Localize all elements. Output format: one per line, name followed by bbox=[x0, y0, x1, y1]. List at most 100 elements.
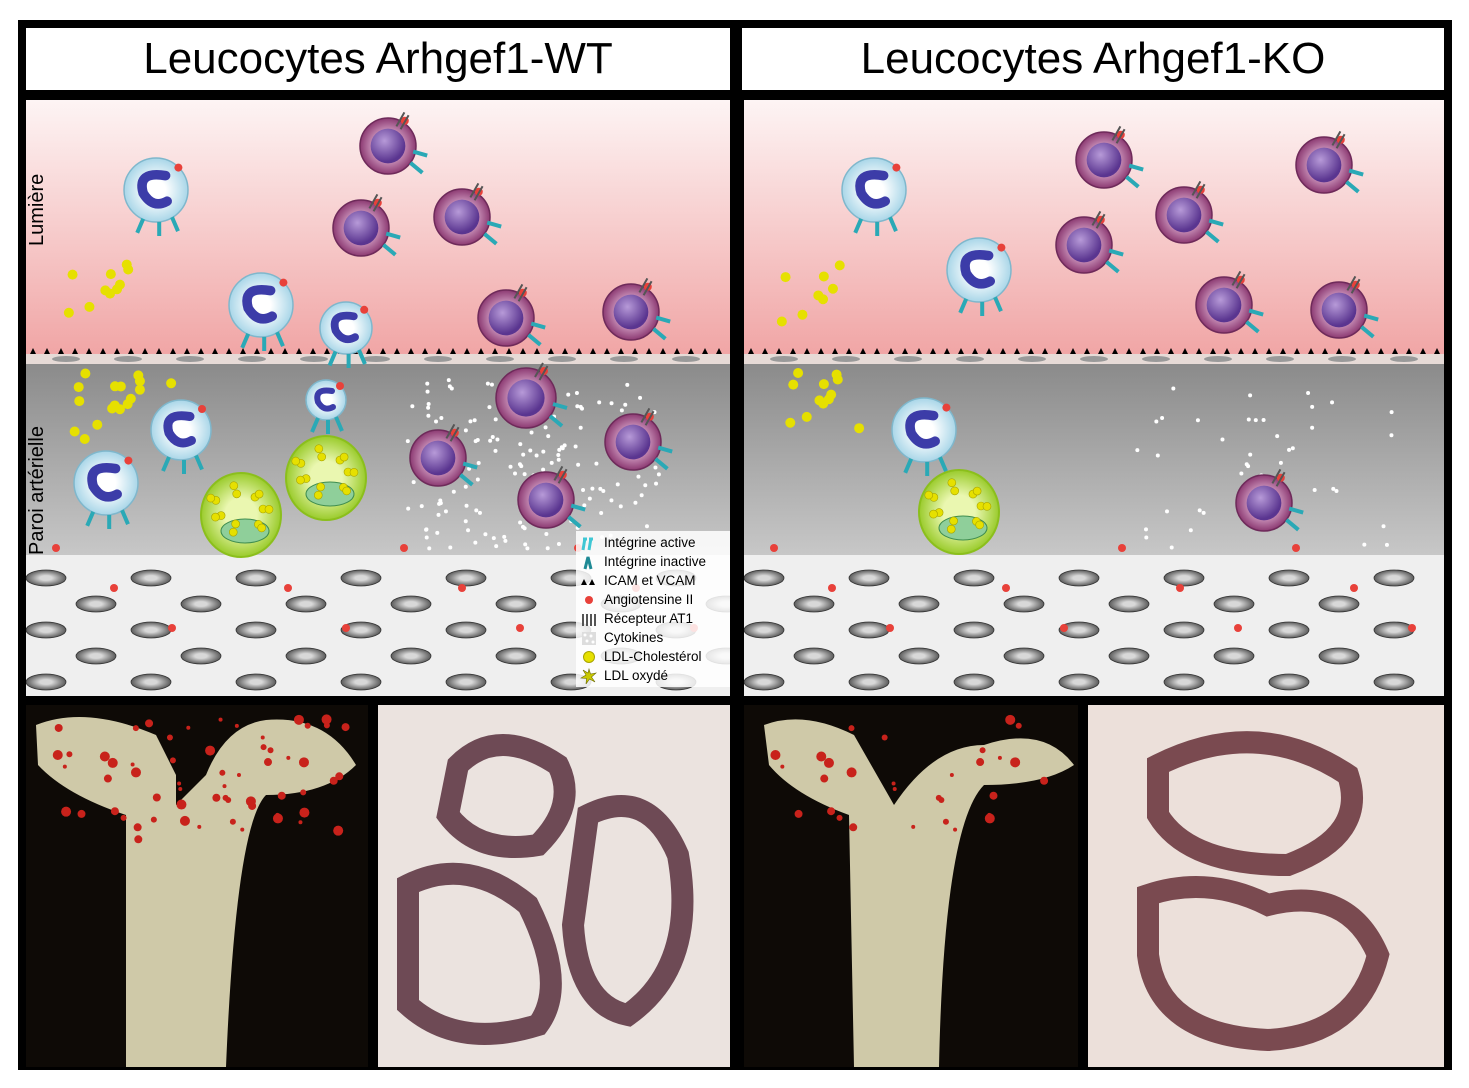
lipid-spot bbox=[881, 734, 888, 741]
lipid-spot bbox=[166, 734, 173, 741]
lipid-spot bbox=[979, 747, 986, 754]
monocyte bbox=[495, 362, 568, 429]
lipid-spot bbox=[329, 776, 338, 785]
monocyte bbox=[1155, 180, 1224, 244]
legend-item: ICAM et VCAM bbox=[580, 571, 730, 590]
lipid-spot bbox=[299, 807, 310, 818]
monocyte bbox=[409, 423, 478, 487]
cytokines-icon bbox=[582, 631, 596, 645]
lipid-spot bbox=[134, 835, 143, 844]
legend-item: LDL-Cholestérol bbox=[580, 647, 730, 666]
ko-section-photo bbox=[1088, 705, 1444, 1067]
foam-cell bbox=[918, 469, 1000, 555]
lipid-spot bbox=[976, 758, 985, 767]
legend-item: Récepteur AT1 bbox=[580, 609, 730, 628]
legend-item: Angiotensine II bbox=[580, 590, 730, 609]
lipid-spot bbox=[260, 735, 265, 740]
lipid-spot bbox=[186, 725, 191, 730]
ko-aorta-photo bbox=[744, 705, 1078, 1067]
wall-label: Paroi artérielle bbox=[26, 426, 48, 555]
lipid-spot bbox=[240, 827, 245, 832]
monocyte bbox=[1235, 468, 1304, 532]
lipid-spot bbox=[212, 793, 221, 802]
lipid-spot bbox=[293, 714, 304, 725]
neutrophil bbox=[305, 379, 347, 434]
lipid-spot bbox=[849, 823, 858, 832]
active-integrin-icon bbox=[581, 537, 593, 550]
particles bbox=[63, 259, 134, 318]
lipid-spot bbox=[341, 723, 350, 732]
lipid-spot bbox=[823, 757, 834, 768]
lipid-spot bbox=[1040, 776, 1049, 785]
lipid-spot bbox=[1010, 757, 1021, 768]
at1-receptor-icon bbox=[582, 613, 596, 626]
lipid-spot bbox=[298, 820, 303, 825]
lipid-spot bbox=[169, 757, 176, 764]
title-ko-text: Leucocytes Arhgef1-KO bbox=[860, 34, 1326, 83]
legend-item: Intégrine active bbox=[580, 533, 730, 552]
lipid-spot bbox=[891, 781, 896, 786]
icam-vcam-icon bbox=[581, 578, 595, 585]
monocyte bbox=[433, 182, 502, 246]
monocyte bbox=[1295, 130, 1364, 194]
lipid-spot bbox=[130, 767, 141, 778]
wt-section-image bbox=[378, 705, 730, 1067]
lipid-spot bbox=[245, 796, 256, 807]
lipid-spot bbox=[272, 813, 283, 824]
monocyte bbox=[1055, 210, 1124, 274]
legend-label: Récepteur AT1 bbox=[604, 611, 694, 626]
endothelium bbox=[26, 348, 730, 364]
monocyte bbox=[602, 277, 671, 341]
wt-section-photo bbox=[378, 705, 730, 1067]
lipid-spot bbox=[300, 789, 307, 796]
lipid-spot bbox=[323, 722, 330, 729]
title-ko: Leucocytes Arhgef1-KO bbox=[742, 28, 1444, 90]
legend-label: Cytokines bbox=[604, 630, 664, 645]
lipid-spot bbox=[236, 773, 241, 778]
lipid-spot bbox=[816, 751, 827, 762]
ko-section-image bbox=[1088, 705, 1444, 1067]
particles bbox=[1135, 386, 1394, 550]
lipid-spot bbox=[61, 806, 72, 817]
endothelium bbox=[744, 348, 1444, 364]
lipid-spot bbox=[130, 762, 135, 767]
lipid-spot bbox=[54, 723, 63, 732]
lipid-spot bbox=[197, 824, 202, 829]
lipid-spot bbox=[120, 814, 127, 821]
neutrophil bbox=[150, 399, 212, 474]
oxidized-ldl-icon bbox=[580, 667, 597, 684]
lipid-spot bbox=[177, 781, 182, 786]
monocyte bbox=[477, 283, 546, 347]
lipid-spot bbox=[260, 744, 267, 751]
wt-schematic-panel: Lumière Paroi artérielle Intégrine activ… bbox=[26, 100, 730, 696]
lipid-spot bbox=[984, 813, 995, 824]
wt-aorta-image bbox=[26, 705, 368, 1067]
legend-label: Intégrine inactive bbox=[604, 554, 707, 569]
lipid-spot bbox=[938, 797, 945, 804]
lipid-spot bbox=[942, 818, 949, 825]
neutrophil bbox=[319, 301, 373, 368]
smooth-muscle-layer bbox=[744, 544, 1444, 696]
lipid-spot bbox=[794, 809, 803, 818]
legend-label: LDL oxydé bbox=[604, 668, 669, 683]
lipid-spot bbox=[286, 755, 291, 760]
neutrophil bbox=[73, 450, 139, 529]
lipid-spot bbox=[178, 786, 183, 791]
legend-item: Intégrine inactive bbox=[580, 552, 730, 571]
inactive-integrin-icon bbox=[583, 556, 593, 569]
lipid-spot bbox=[836, 814, 843, 821]
lipid-spot bbox=[145, 719, 154, 728]
lipid-spot bbox=[780, 764, 785, 769]
ko-schematic bbox=[744, 100, 1444, 696]
angiotensin-icon bbox=[585, 595, 593, 604]
lipid-spot bbox=[62, 764, 67, 769]
monocyte bbox=[359, 111, 428, 175]
neutrophil bbox=[946, 237, 1012, 316]
legend: Intégrine active Intégrine inactive ICAM… bbox=[576, 531, 730, 687]
monocyte bbox=[1075, 125, 1144, 189]
lipid-spot bbox=[277, 791, 286, 800]
lipid-spot bbox=[892, 786, 897, 791]
lipid-spot bbox=[848, 725, 855, 732]
particles bbox=[785, 368, 865, 434]
lipid-spot bbox=[298, 757, 309, 768]
